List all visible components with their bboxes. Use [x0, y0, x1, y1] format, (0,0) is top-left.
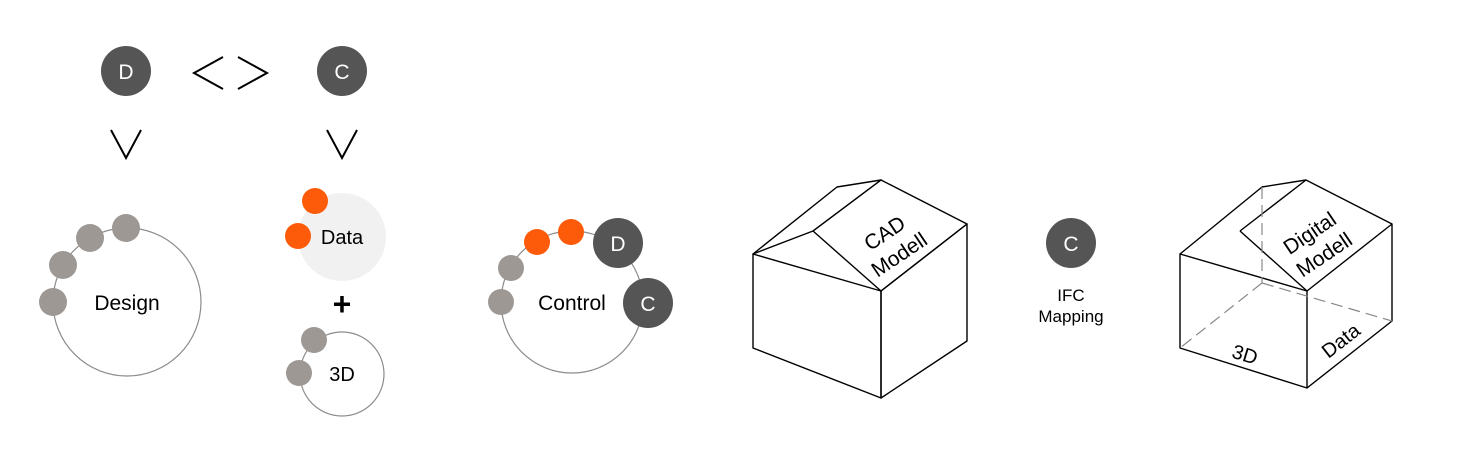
control-gray-dot-1 [498, 255, 524, 281]
design-dot-1 [112, 214, 140, 242]
top-c-badge-label: C [334, 61, 349, 84]
design-dot-4 [39, 288, 67, 316]
top-d-badge-label: D [118, 61, 133, 84]
cad-house-label: CAD Modell [860, 212, 931, 282]
ifc-label-line2: Mapping [1038, 307, 1103, 326]
control-gray-dot-2 [488, 289, 514, 315]
cad-house-front-wall [752, 253, 882, 399]
digital-house-label: Digital Modell [1279, 208, 1356, 282]
design-cycle: Design [39, 214, 202, 377]
ifc-label-line1: IFC [1057, 286, 1084, 305]
control-orange-dot-2 [558, 219, 584, 245]
ifc-c-badge-label: C [1063, 233, 1078, 256]
digital-house-roof [1179, 179, 1393, 255]
plus-sign: + [333, 286, 352, 322]
ifc-mapping: C IFC Mapping [1038, 218, 1104, 326]
cad-house-diagram [752, 179, 968, 399]
control-cycle: D C Control [488, 218, 673, 374]
hidden-edge-left [1179, 282, 1263, 349]
three-d-dot-1 [301, 327, 327, 353]
control-c-badge [623, 278, 673, 328]
digital-house-eave [1239, 230, 1308, 292]
design-label: Design [94, 292, 159, 315]
hidden-edge-right [1261, 282, 1393, 322]
data-label: Data [321, 227, 364, 249]
control-d-badge-label: D [610, 233, 625, 256]
digital-house-ridge [1239, 179, 1307, 232]
digital-house-side-wall [1306, 223, 1393, 389]
digital-house-data-label: Data [1318, 319, 1366, 363]
three-d-cycle: 3D [286, 327, 385, 417]
compare-symbol [191, 56, 270, 90]
control-c-badge-label: C [640, 293, 655, 316]
down-arrow-right-icon [326, 129, 358, 161]
cad-house-roof-front [752, 179, 882, 255]
down-arrow-left-icon [110, 129, 142, 161]
three-d-label: 3D [329, 364, 355, 386]
down-arrows [110, 129, 358, 161]
top-d-badge: D [101, 46, 151, 96]
less-than-icon [191, 56, 224, 90]
three-d-dot-2 [286, 360, 312, 386]
cad-house-roof-side [812, 179, 968, 292]
digital-house-hidden-edges [1179, 187, 1393, 349]
design-dot-2 [76, 224, 104, 252]
control-label: Control [538, 292, 606, 315]
digital-house-diagram [1179, 179, 1393, 389]
design-dot-3 [49, 251, 77, 279]
greater-than-icon [237, 56, 270, 90]
data-dot-2 [285, 223, 311, 249]
control-orange-dot-1 [524, 229, 550, 255]
control-d-badge [593, 218, 643, 268]
data-dot-1 [302, 188, 328, 214]
top-c-badge: C [317, 46, 367, 96]
data-cluster: Data [285, 188, 386, 281]
ifc-c-badge [1046, 218, 1096, 268]
